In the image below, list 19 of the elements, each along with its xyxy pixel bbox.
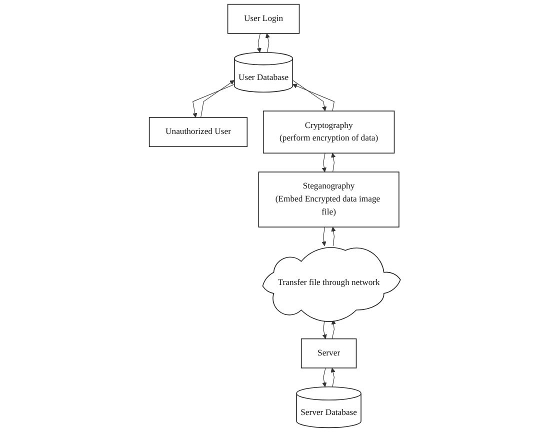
arrow <box>265 33 270 53</box>
arrow <box>322 368 326 388</box>
node-box: Server <box>300 338 356 368</box>
node-box: Cryptography (perform encryption of data) <box>262 110 394 154</box>
arrow <box>256 33 262 53</box>
arrow <box>330 226 336 246</box>
arrow <box>292 84 334 112</box>
node-box: Steganography (Embed Encrypted data image file) <box>258 172 399 228</box>
arrow <box>321 152 326 172</box>
arrow <box>192 84 234 118</box>
arrow <box>322 320 327 340</box>
node-box: User Login <box>227 4 300 34</box>
arrow <box>321 226 326 246</box>
arrow <box>330 152 336 172</box>
arrow <box>200 80 234 118</box>
arrow <box>330 368 335 388</box>
node-box: Unauthorized User <box>148 117 248 148</box>
arrow <box>330 320 336 340</box>
arrow <box>292 80 326 112</box>
